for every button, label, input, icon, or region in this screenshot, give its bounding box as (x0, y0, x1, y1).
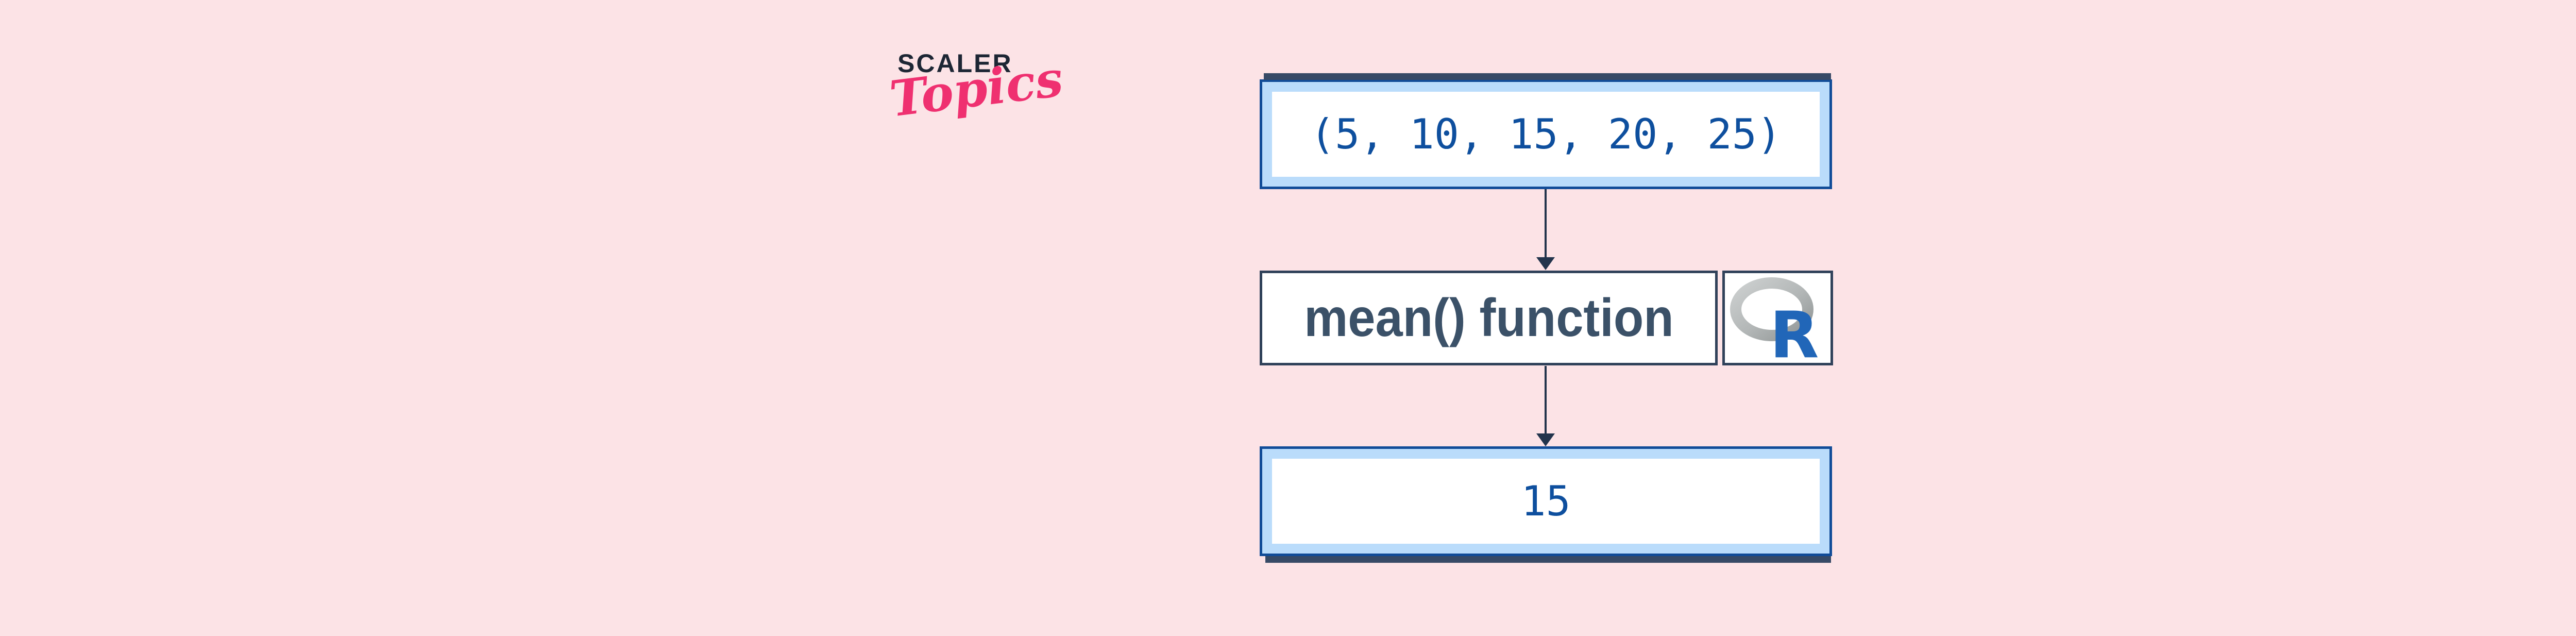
mean-function-label: mean() function (1303, 288, 1674, 348)
arrow-line (1545, 189, 1547, 257)
r-logo-letter: R (1770, 298, 1819, 360)
arrow-head-icon (1536, 257, 1555, 270)
arrow-down-input-to-function (1536, 189, 1555, 270)
output-result-inner: 15 (1272, 459, 1820, 544)
r-language-logo-icon: R (1730, 277, 1819, 360)
output-result-label: 15 (1521, 477, 1571, 525)
input-vector-inner: (5, 10, 15, 20, 25) (1272, 92, 1820, 177)
output-result-node: 15 (1260, 446, 1832, 563)
input-vector-node: (5, 10, 15, 20, 25) (1260, 73, 1832, 189)
arrow-down-function-to-output (1536, 366, 1555, 446)
mean-function-node: mean() function (1260, 271, 1718, 365)
arrow-line (1545, 366, 1547, 433)
r-language-logo-box: R (1722, 271, 1833, 365)
arrow-head-icon (1536, 433, 1555, 446)
input-vector-label: (5, 10, 15, 20, 25) (1310, 110, 1782, 158)
scaler-topics-logo: SCALER Topics (887, 49, 1066, 128)
brand-title: SCALER (897, 49, 1013, 78)
